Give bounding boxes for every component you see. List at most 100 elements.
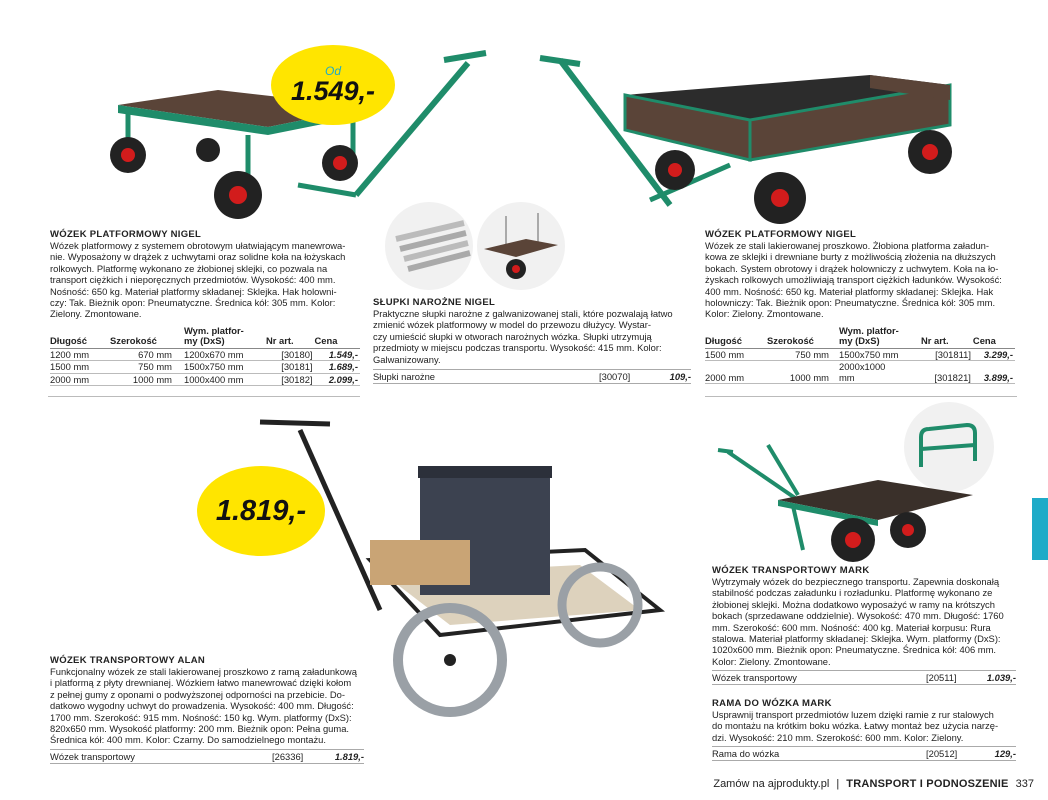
- cart-with-posts-image: [477, 202, 565, 290]
- cell: 670 mm: [110, 348, 184, 362]
- col-header: Nr art.: [921, 325, 973, 349]
- price: 129,-: [994, 748, 1016, 760]
- section-divider: [48, 396, 360, 397]
- mark-section: WÓZEK TRANSPORTOWY MARK Wytrzymały wózek…: [712, 565, 1016, 686]
- corner-posts-section: SŁUPKI NAROŻNE NIGEL Praktyczne słupki n…: [373, 297, 691, 385]
- cell: 750 mm: [110, 360, 184, 374]
- desc-line: 1700 mm. Szerokość: 915 mm. Nośność: 150…: [50, 711, 352, 723]
- product-title: RAMA DO WÓZKA MARK: [712, 698, 832, 709]
- mark-cart-image: [717, 443, 973, 562]
- desc-line: Usprawnij transport przedmiotów luzem dz…: [712, 709, 994, 720]
- item-name: Wózek transportowy: [50, 750, 135, 762]
- desc-line: transport ciężkich i nieporęcznych przed…: [50, 274, 336, 286]
- item-name: Słupki narożne: [373, 371, 436, 383]
- order-line: Wózek transportowy [20511] 1.039,-: [712, 670, 1016, 686]
- product-title: SŁUPKI NAROŻNE NIGEL: [373, 297, 496, 308]
- cell: 1200 mm: [50, 348, 110, 362]
- col-header: Cena: [314, 325, 360, 349]
- item-name: Wózek transportowy: [712, 672, 797, 684]
- cell: [30181]: [266, 360, 315, 374]
- cell: 1000 mm: [767, 360, 839, 385]
- cell: 1500 mm: [50, 360, 110, 374]
- desc-line: i platformą z płyty drewnianej. Wózkiem …: [50, 677, 352, 689]
- article-number: [20512]: [926, 748, 958, 760]
- cell: 1500 mm: [705, 348, 767, 362]
- desc-line: nie. Wyposażony w drążek z uchwytami ora…: [50, 251, 346, 263]
- desc-line: przedmioty w miejscu podczas transportu.…: [373, 342, 662, 354]
- article-number: [30070]: [599, 371, 631, 383]
- desc-line: czy: Tak. Bieżnik opon: Pneumatyczne. Śr…: [50, 297, 336, 309]
- cell: [30180]: [266, 348, 315, 362]
- col-header: Szerokość: [767, 325, 839, 349]
- product-description: Usprawnij transport przedmiotów luzem dz…: [712, 709, 1016, 743]
- alan-section: WÓZEK TRANSPORTOWY ALAN Funkcjonalny wóz…: [50, 655, 364, 764]
- corner-posts-image: [385, 202, 473, 290]
- cell: 2000 mm: [705, 360, 767, 385]
- footer-separator: |: [836, 778, 840, 790]
- alan-cart-image: [259, 419, 666, 717]
- cell: 1500x750 mm: [839, 348, 921, 362]
- table-row: 2000 mm 1000 mm 1000x400 mm [30182] 2.09…: [50, 373, 360, 387]
- bubble-price: 1.819,-: [215, 494, 307, 527]
- desc-line: Wózek platformowy z systemem obrotowym u…: [50, 240, 346, 251]
- desc-line: 400 mm. Nośność: 650 kg. Materiał platfo…: [705, 285, 994, 297]
- desc-line: Kolor: Zielony. Zmontowane.: [705, 308, 824, 320]
- cell: 2000x1000 mm: [839, 360, 921, 385]
- price: 1.689,-: [314, 360, 360, 374]
- rama-section: RAMA DO WÓZKA MARK Usprawnij transport p…: [712, 698, 1016, 762]
- price: 2.099,-: [314, 373, 360, 387]
- desc-line: żyskach rolkowych umożliwiają transport …: [705, 274, 1002, 286]
- cell: [30182]: [266, 373, 315, 387]
- desc-line: rolkowych. Platformę wykonano ze żłobion…: [50, 262, 328, 274]
- desc-line: kowa ze sklejki i drewniane burty z możl…: [705, 251, 996, 263]
- price: 3.899,-: [972, 360, 1015, 385]
- desc-line: do montażu na krótkim boku wózka. Łatwy …: [712, 720, 999, 732]
- product-description: Wózek ze stali lakierowanej proszkowo. Ż…: [705, 240, 1015, 320]
- col-header: Długość: [705, 325, 767, 349]
- item-name: Rama do wózka: [712, 748, 780, 760]
- cell: 750 mm: [767, 348, 839, 362]
- desc-line: żłobionej sklejki. Można dodatkowo wypos…: [712, 598, 995, 610]
- desc-line: stalowa. Materiał platformy składanej: S…: [712, 633, 1001, 645]
- desc-line: Funkcjonalny wózek ze stali lakierowanej…: [50, 666, 357, 677]
- desc-line: Nośność: 650 kg. Materiał platformy skła…: [50, 285, 337, 297]
- col-header: Nr art.: [266, 325, 315, 349]
- page-footer: Zamów na ajprodukty.pl | TRANSPORT I POD…: [713, 778, 1034, 790]
- cell: [301821]: [921, 360, 973, 385]
- article-number: [20511]: [926, 672, 957, 684]
- col-header: Wym. platfor- my (DxS): [839, 325, 921, 349]
- desc-line: mm. Szerokość: 600 mm. Nośność: 400 kg. …: [712, 621, 991, 633]
- table-row: 2000 mm 1000 mm 2000x1000 mm [301821] 3.…: [705, 360, 1015, 385]
- bubble-prefix: Od: [324, 63, 341, 78]
- section-divider: [705, 396, 1017, 397]
- product-title: WÓZEK TRANSPORTOWY MARK: [712, 565, 870, 576]
- nigel-platform-section: WÓZEK PLATFORMOWY NIGEL Wózek platformow…: [50, 229, 360, 387]
- price-bubble-nigel: Od 1.549,-: [271, 45, 395, 125]
- nigel-sides-section: WÓZEK PLATFORMOWY NIGEL Wózek ze stali l…: [705, 229, 1015, 385]
- price: 3.299,-: [972, 348, 1015, 362]
- product-description: Funkcjonalny wózek ze stali lakierowanej…: [50, 666, 364, 746]
- spec-table: Długość Szerokość Wym. platfor- my (DxS)…: [50, 325, 360, 387]
- col-header: Długość: [50, 325, 110, 349]
- price: 109,-: [669, 371, 691, 383]
- price: 1.549,-: [314, 348, 360, 362]
- mark-frame-image: [904, 402, 994, 492]
- table-header: Długość Szerokość Wym. platfor- my (DxS)…: [705, 325, 1015, 349]
- desc-line: Wózek ze stali lakierowanej proszkowo. Ż…: [705, 240, 989, 251]
- spec-table: Długość Szerokość Wym. platfor- my (DxS)…: [705, 325, 1015, 385]
- order-link[interactable]: Zamów na ajprodukty.pl: [713, 778, 830, 790]
- table-row: 1500 mm 750 mm 1500x750 mm [301811] 3.29…: [705, 348, 1015, 362]
- product-description: Wózek platformowy z systemem obrotowym u…: [50, 240, 360, 320]
- cell: 1000 mm: [110, 373, 184, 387]
- desc-line: bokach (sprzedawane oddzielnie). Wysokoś…: [712, 610, 1004, 622]
- order-line: Wózek transportowy [26336] 1.819,-: [50, 748, 364, 764]
- cell: 1500x750 mm: [184, 360, 266, 374]
- desc-line: datkowo wygodny uchwyt do prowadzenia. W…: [50, 700, 354, 712]
- product-description: Praktyczne słupki narożne z galwanizowan…: [373, 308, 691, 365]
- cell: [301811]: [921, 348, 973, 362]
- cart-with-sides-image: [539, 55, 952, 224]
- table-row: 1200 mm 670 mm 1200x670 mm [30180] 1.549…: [50, 348, 360, 362]
- bubble-price: 1.549,-: [290, 75, 376, 106]
- cell: 1000x400 mm: [184, 373, 266, 387]
- section-tab: [1032, 498, 1048, 560]
